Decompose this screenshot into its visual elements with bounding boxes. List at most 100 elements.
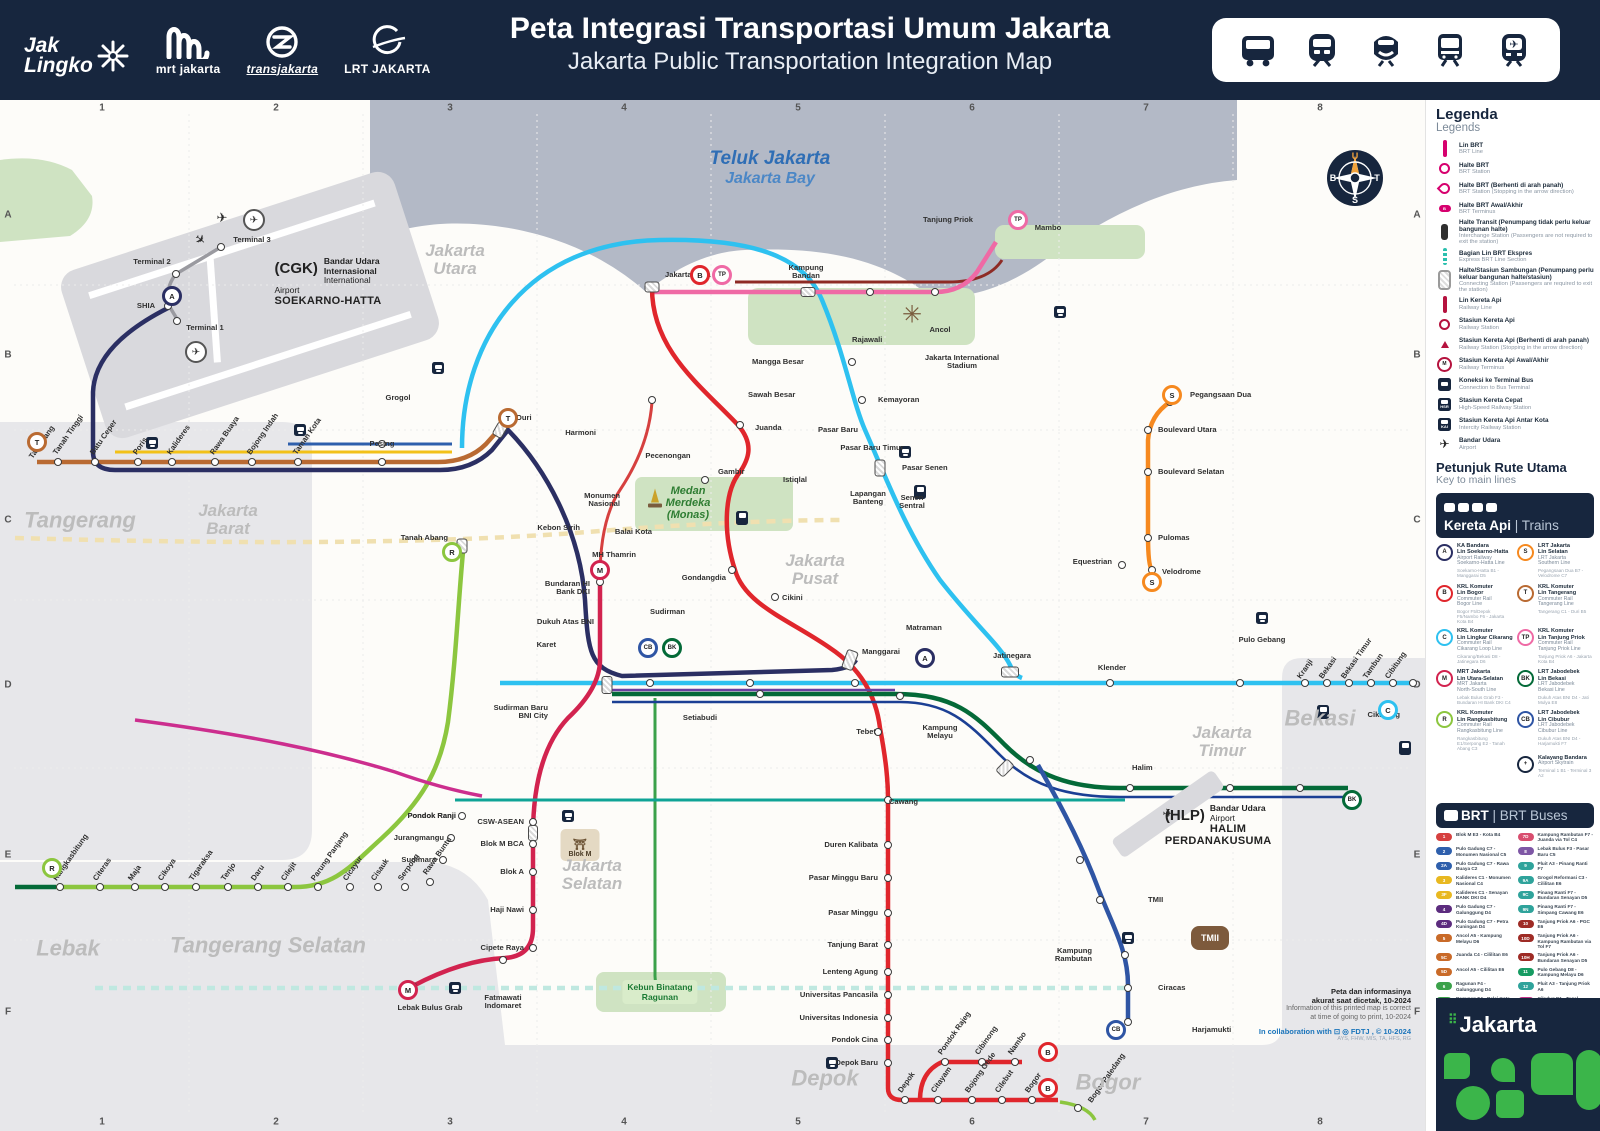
interchange-station-box[interactable] — [528, 825, 538, 841]
line-badge-CB[interactable]: CB — [1106, 1020, 1126, 1040]
station-dot[interactable] — [1118, 561, 1126, 569]
station-dot[interactable] — [1226, 784, 1234, 792]
station-dot[interactable] — [848, 358, 856, 366]
line-badge-A[interactable]: A — [915, 648, 935, 668]
interchange-station-box[interactable] — [1001, 666, 1019, 678]
station-label[interactable]: Pasar Minggu — [828, 908, 878, 918]
station-dot[interactable] — [1301, 679, 1309, 687]
station-dot[interactable] — [701, 476, 709, 484]
station-label[interactable]: Senen Sentral — [899, 493, 925, 510]
station-label[interactable]: Gambir — [718, 467, 745, 477]
interchange-station-box[interactable] — [601, 676, 613, 694]
station-dot[interactable] — [884, 991, 892, 999]
station-dot[interactable] — [56, 883, 64, 891]
line-badge-B[interactable]: B — [1038, 1042, 1058, 1062]
station-dot[interactable] — [1345, 679, 1353, 687]
station-dot[interactable] — [901, 1096, 909, 1104]
station-dot[interactable] — [1074, 1104, 1082, 1112]
station-label[interactable]: Rajawali — [852, 335, 883, 345]
station-label[interactable]: Pasar Baru Timur — [840, 443, 904, 453]
station-dot[interactable] — [1121, 951, 1129, 959]
station-label[interactable]: Kampung Bandan — [788, 263, 824, 280]
station-label[interactable]: Pegangsaan Dua — [1190, 390, 1252, 400]
station-label[interactable]: Tanjung Barat — [827, 940, 879, 950]
line-badge-B[interactable]: B — [690, 265, 710, 285]
station-dot[interactable] — [401, 883, 409, 891]
station-label[interactable]: Matraman — [906, 623, 942, 633]
interchange-station-box[interactable] — [644, 281, 660, 293]
station-dot[interactable] — [96, 883, 104, 891]
station-label[interactable]: Mambo — [1034, 223, 1062, 233]
station-label[interactable]: Lebak Bulus Grab — [397, 1003, 463, 1013]
station-dot[interactable] — [1144, 468, 1152, 476]
station-label[interactable]: Tebet — [856, 727, 876, 737]
station-label[interactable]: Kemayoran — [878, 395, 920, 405]
station-dot[interactable] — [1011, 1058, 1019, 1066]
station-label[interactable]: Haji Nawi — [490, 905, 524, 915]
station-label[interactable]: Bundaran HI Bank DKI — [544, 579, 590, 596]
station-dot[interactable] — [1367, 679, 1375, 687]
station-dot[interactable] — [529, 906, 537, 914]
station-dot[interactable] — [1144, 534, 1152, 542]
station-dot[interactable] — [1126, 784, 1134, 792]
station-label[interactable]: Blok A — [500, 867, 524, 877]
station-dot[interactable] — [1236, 679, 1244, 687]
station-label[interactable]: Sawah Besar — [748, 390, 796, 400]
station-label[interactable]: Ancol — [929, 325, 951, 335]
station-dot[interactable] — [884, 968, 892, 976]
station-dot[interactable] — [1028, 1096, 1036, 1104]
station-dot[interactable] — [374, 883, 382, 891]
line-badge-BK[interactable]: BK — [1342, 790, 1362, 810]
station-label[interactable]: Kampung Rambutan — [1054, 946, 1092, 963]
station-label[interactable]: Blok M BCA — [480, 839, 524, 849]
station-dot[interactable] — [217, 243, 225, 251]
station-label[interactable]: Klender — [1097, 663, 1127, 673]
station-label[interactable]: MH Thamrin — [592, 550, 636, 560]
station-label[interactable]: Jurangmangu — [393, 833, 444, 843]
line-badge-M[interactable]: M — [398, 980, 418, 1000]
station-label[interactable]: Sudimara — [401, 855, 436, 865]
station-dot[interactable] — [254, 883, 262, 891]
station-dot[interactable] — [756, 690, 764, 698]
station-label[interactable]: Sudirman Baru BNI City — [493, 703, 548, 720]
station-dot[interactable] — [224, 883, 232, 891]
station-label[interactable]: Cikini — [782, 593, 803, 603]
line-badge-A[interactable]: A — [162, 286, 182, 306]
station-label[interactable]: Universitas Indonesia — [799, 1013, 879, 1023]
station-label[interactable]: Terminal 2 — [133, 257, 171, 267]
station-dot[interactable] — [1144, 426, 1152, 434]
station-label[interactable]: Jakarta International Stadium — [924, 353, 1000, 370]
station-dot[interactable] — [378, 440, 386, 448]
station-label[interactable]: Duri — [516, 413, 532, 423]
station-dot[interactable] — [1096, 896, 1104, 904]
station-label[interactable]: Monumen Nasional — [584, 491, 620, 508]
station-label[interactable]: Fatmawati Indomaret — [484, 993, 522, 1010]
line-badge-M[interactable]: M — [590, 560, 610, 580]
station-dot[interactable] — [896, 692, 904, 700]
station-dot[interactable] — [728, 566, 736, 574]
line-badge-R[interactable]: R — [42, 858, 62, 878]
line-badge-T[interactable]: T — [498, 408, 518, 428]
station-label[interactable]: Ciracas — [1158, 983, 1186, 993]
station-label[interactable]: Equestrian — [1072, 557, 1112, 567]
station-label[interactable]: CSW-ASEAN — [477, 817, 524, 827]
station-label[interactable]: Terminal 3 — [233, 235, 271, 245]
station-dot[interactable] — [931, 288, 939, 296]
station-label[interactable]: Tanjung Priok — [922, 215, 974, 225]
interchange-station-box[interactable] — [800, 287, 816, 297]
station-label[interactable]: Pasar Baru — [817, 425, 859, 435]
station-label[interactable]: Pecenongan — [645, 451, 691, 461]
station-dot[interactable] — [874, 728, 882, 736]
